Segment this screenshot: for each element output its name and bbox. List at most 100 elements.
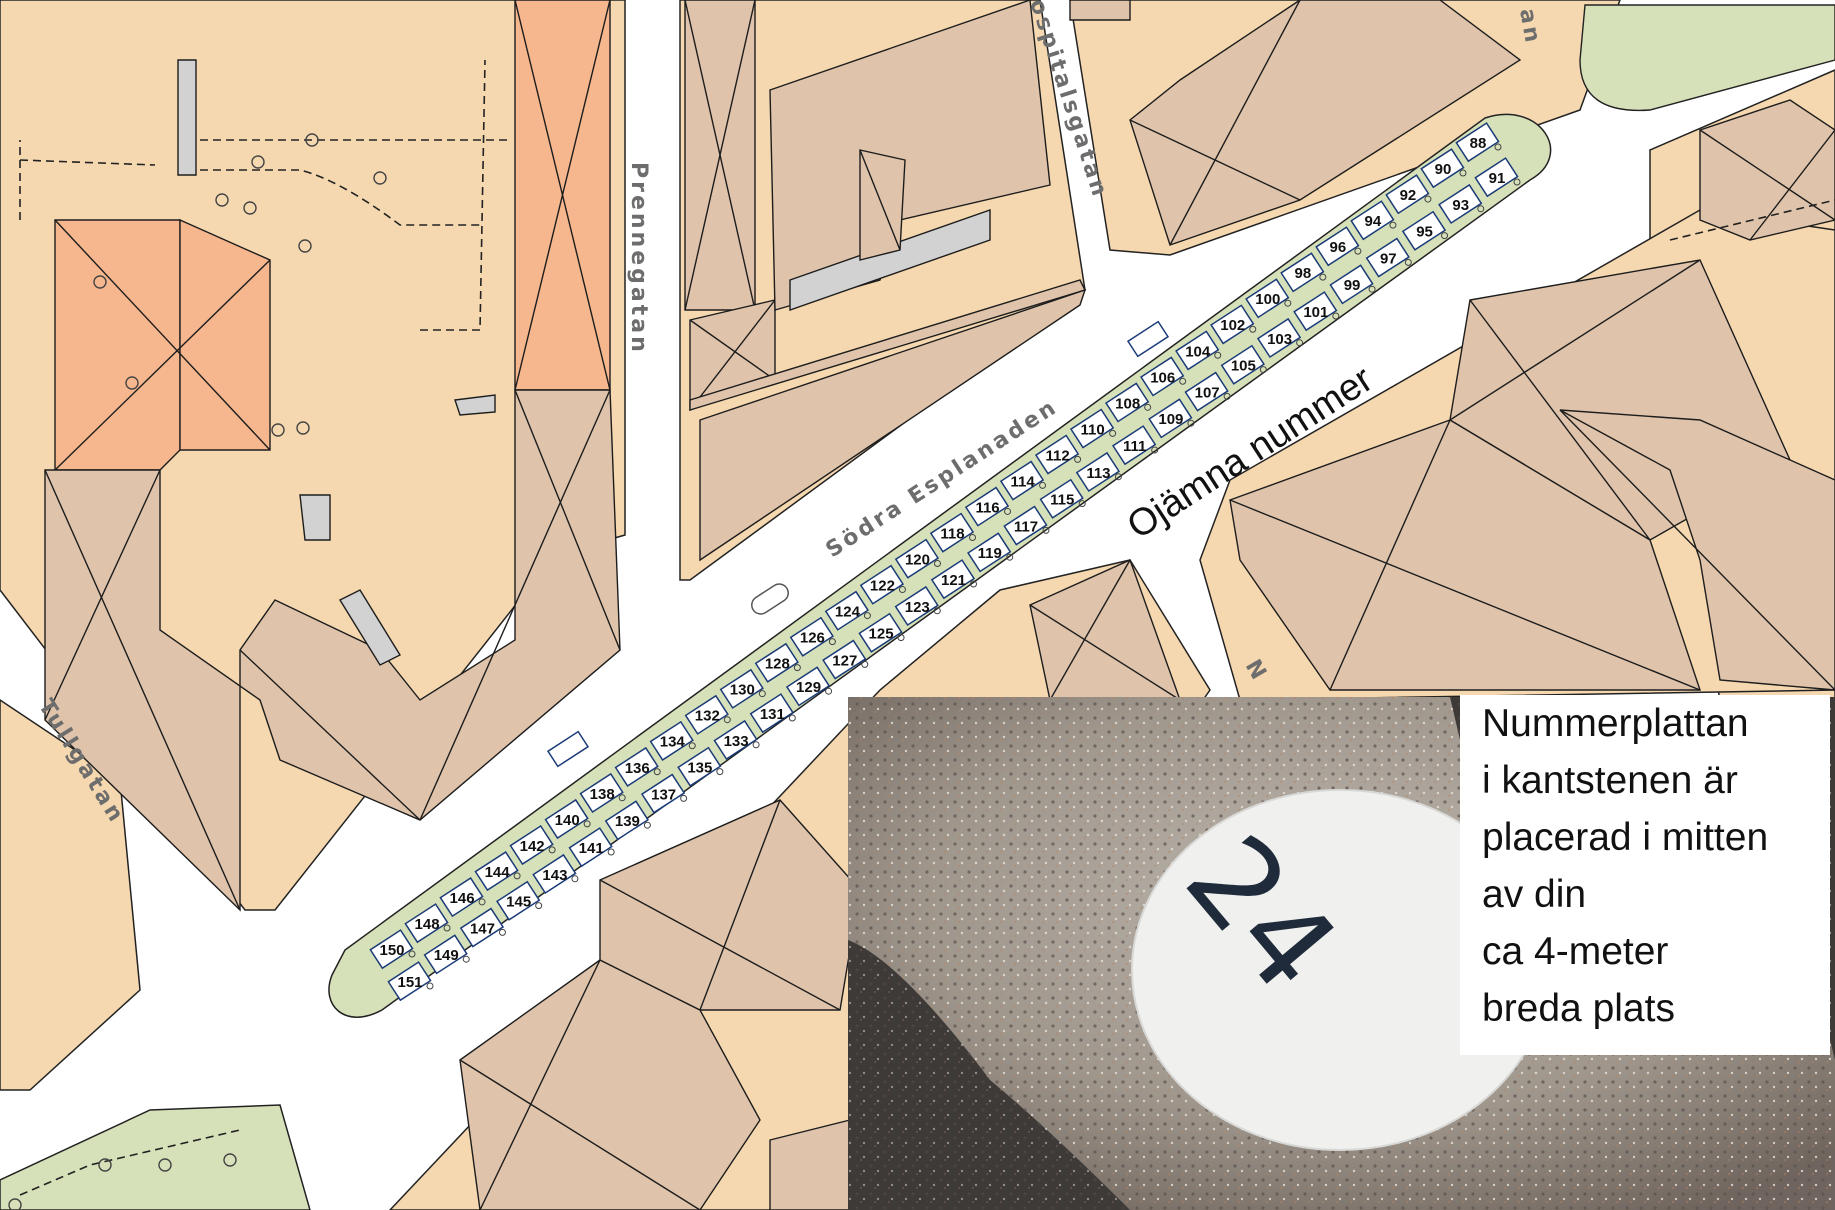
- plot-box: [369, 929, 414, 970]
- plot-box: [754, 642, 799, 683]
- plot-number: 122: [870, 578, 895, 595]
- plot-number: 140: [555, 812, 580, 829]
- plot-marker: 131: [749, 693, 796, 734]
- plot-box: [894, 538, 940, 579]
- plot-box: [640, 773, 686, 814]
- curb-marker: [1006, 553, 1014, 561]
- plot-number: 102: [1220, 317, 1245, 334]
- plot-number: 116: [975, 499, 999, 516]
- plot-number: 90: [1435, 161, 1452, 178]
- plot-number: 103: [1267, 331, 1292, 348]
- plot-marker: 95: [1401, 210, 1449, 251]
- curb-marker: [571, 875, 579, 883]
- curb-marker: [933, 607, 941, 615]
- plot-box: [604, 800, 649, 841]
- curb-marker: [1042, 526, 1050, 534]
- curb-marker: [1424, 195, 1432, 203]
- curb-marker: [897, 634, 905, 642]
- curb-marker: [758, 690, 766, 698]
- curb-marker: [583, 820, 591, 828]
- plot-number: 95: [1416, 224, 1433, 241]
- curb-marker: [828, 638, 836, 646]
- plot-box: [532, 853, 577, 895]
- info-line: placerad i mitten: [1482, 816, 1769, 859]
- plot-number: 144: [485, 864, 511, 881]
- plot-number: 148: [415, 916, 440, 933]
- plot-box: [1256, 317, 1302, 359]
- plot-box: [404, 903, 449, 944]
- plot-number: 143: [542, 867, 567, 884]
- plot-marker: 90: [1420, 148, 1467, 189]
- plot-marker: 146: [439, 877, 486, 918]
- curb-marker: [426, 982, 434, 990]
- plot-marker: 123: [894, 585, 941, 627]
- plot-box: [459, 907, 505, 948]
- plot-number: 139: [615, 813, 640, 830]
- plot-box: [614, 746, 659, 788]
- plot-box: [1111, 425, 1157, 466]
- curb-marker: [1114, 473, 1122, 481]
- plot-marker: 92: [1385, 174, 1432, 215]
- street-label-top-right: an: [1514, 7, 1545, 47]
- curb-marker: [716, 768, 724, 776]
- plot-marker: 126: [789, 616, 836, 657]
- plot-box: [677, 746, 722, 787]
- curb-marker: [793, 664, 801, 672]
- plot-box: [1420, 148, 1465, 189]
- plot-number: 131: [760, 706, 785, 723]
- plot-number: 101: [1303, 304, 1328, 321]
- plot-box: [859, 564, 905, 605]
- plot-box: [858, 612, 903, 653]
- curb-marker: [723, 716, 731, 724]
- curb-marker: [825, 687, 833, 695]
- plot-box: [967, 532, 1012, 573]
- plot-marker: 147: [459, 907, 506, 948]
- plot-marker: 137: [640, 773, 688, 814]
- plot-marker: 117: [1003, 505, 1050, 546]
- plot-marker: 104: [1175, 330, 1222, 371]
- plot-box: [1329, 264, 1374, 305]
- plot-box: [1280, 252, 1325, 293]
- plot-number: 132: [695, 708, 720, 725]
- plot-number: 92: [1400, 187, 1417, 204]
- plot-marker: 129: [785, 666, 833, 707]
- curb-marker: [970, 580, 977, 588]
- curb-marker: [535, 902, 543, 910]
- plot-number: 146: [450, 890, 475, 907]
- plot-number: 109: [1158, 411, 1183, 428]
- plot-marker: 102: [1210, 304, 1257, 345]
- plot-marker: 103: [1256, 317, 1304, 359]
- plot-number: 112: [1046, 447, 1070, 464]
- plot-box: [1003, 505, 1048, 546]
- plot-box: [1148, 398, 1193, 439]
- plot-box: [1401, 210, 1447, 251]
- curb-marker: [498, 928, 506, 936]
- plot-box: [1365, 237, 1410, 278]
- curb-marker: [680, 794, 688, 802]
- plot-marker: 130: [719, 668, 766, 709]
- property-lines: [19, 59, 1835, 1196]
- plot-number: 94: [1365, 213, 1382, 230]
- buildings: [44, 0, 1835, 1210]
- plot-box: [719, 668, 764, 709]
- curb-marker: [1179, 377, 1187, 385]
- plot-box: [387, 961, 432, 1002]
- plot-number: 151: [397, 974, 422, 991]
- plot-number: 147: [470, 920, 495, 937]
- tree-symbols: [8, 13, 1807, 1210]
- plot-marker: 145: [496, 880, 543, 921]
- plot-marker: 113: [1075, 451, 1122, 493]
- plot-marker: 96: [1315, 226, 1362, 267]
- plot-number: 111: [1123, 438, 1146, 455]
- plot-box: [964, 486, 1010, 527]
- curb-marker: [863, 612, 871, 620]
- plot-box: [684, 694, 729, 735]
- curb-marker: [1354, 247, 1362, 255]
- plot-box: [439, 877, 484, 918]
- plot-marker: 150: [369, 929, 416, 970]
- street-label-prennegatan: Prennegatan: [626, 162, 651, 355]
- curb-marker: [1494, 143, 1502, 151]
- plot-marker: 111: [1111, 425, 1159, 466]
- curb-marker: [788, 714, 796, 722]
- plot-marker: 138: [579, 772, 626, 814]
